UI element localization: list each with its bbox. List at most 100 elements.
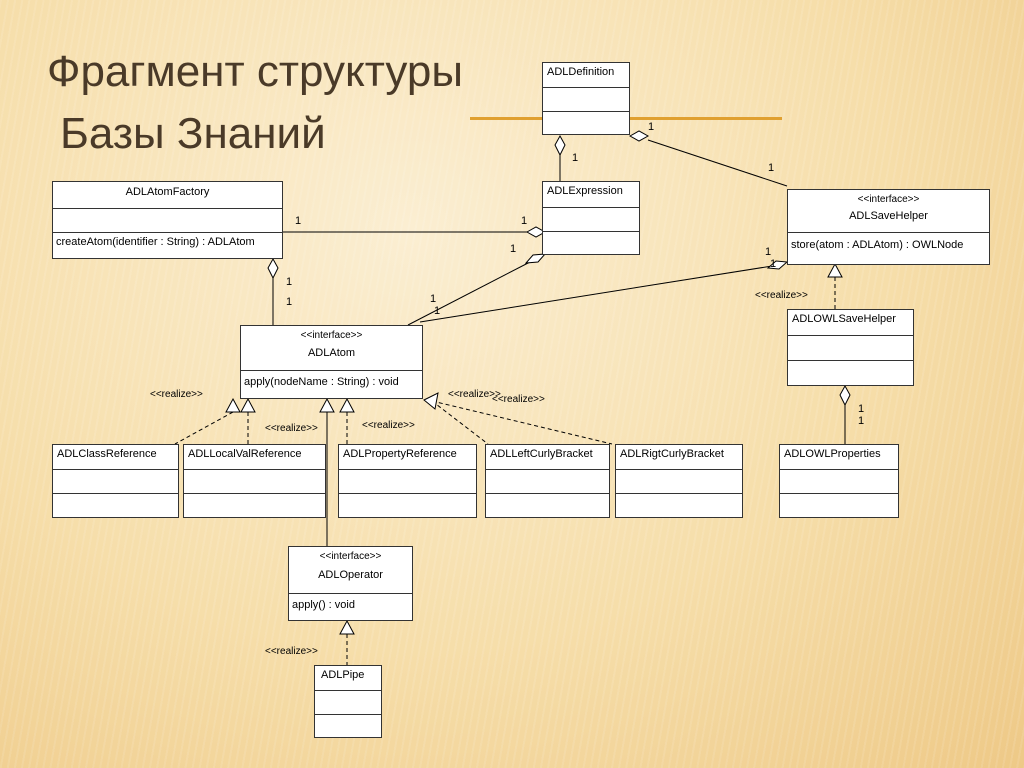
class-name: ADLLeftCurlyBracket [490,448,593,460]
operations-compartment [339,493,476,517]
class-adl-rigt-curly-bracket[interactable]: ADLRigtCurlyBracket [615,444,743,518]
class-name: ADLRigtCurlyBracket [620,448,724,460]
operations-compartment: createAtom(identifier : String) : ADLAto… [53,232,282,258]
class-adl-owl-properties[interactable]: ADLOWLProperties [779,444,899,518]
realize-label: <<realize>> [150,389,203,400]
method-signature: apply() : void [292,599,355,611]
multiplicity-label: 1 [286,296,293,308]
operations-compartment: apply() : void [289,593,412,620]
realization-triangle-icon [240,397,256,413]
assoc-savehelper-atom [419,265,773,323]
multiplicity-label: 1 [648,121,655,133]
multiplicity-label: 1 [430,293,437,305]
operations-compartment [315,714,381,737]
attributes-compartment [315,690,381,714]
operations-compartment [53,493,178,517]
multiplicity-label: 1 [858,415,865,427]
realization-triangle-icon [225,397,241,413]
class-adl-class-reference[interactable]: ADLClassReference [52,444,179,518]
class-name: ADLOperator [318,569,383,581]
operations-compartment [788,360,913,385]
multiplicity-label: 1 [521,215,528,227]
operations-compartment: apply(nodeName : String) : void [241,370,422,398]
attributes-compartment [543,87,629,111]
aggregation-diamond-icon [766,260,789,270]
stereotype-label: <<interface>> [319,551,382,562]
attributes-compartment [339,469,476,493]
interface-adl-save-helper[interactable]: <<interface>> ADLSaveHelper store(atom :… [787,189,990,265]
stereotype-label: <<interface>> [857,194,920,205]
class-name: ADLSaveHelper [849,210,928,222]
operations-compartment [486,493,609,517]
class-adl-definition[interactable]: ADLDefinition [542,62,630,135]
interface-adl-atom[interactable]: <<interface>> ADLAtom apply(nodeName : S… [240,325,423,399]
method-signature: createAtom(identifier : String) : ADLAto… [56,236,255,248]
realize-leftcurlybracket [431,400,489,445]
method-signature: store(atom : ADLAtom) : OWLNode [791,239,964,251]
class-adl-local-val-reference[interactable]: ADLLocalValReference [183,444,326,518]
stereotype-label: <<interface>> [300,330,363,341]
multiplicity-label: 1 [770,258,777,270]
slide-title-line1: Фрагмент структуры [47,47,463,96]
multiplicity-label: 1 [765,246,772,258]
attributes-compartment [543,207,639,231]
aggregation-diamond-icon [267,257,279,280]
realize-label: <<realize>> [362,420,415,431]
class-adl-owl-save-helper[interactable]: ADLOWLSaveHelper [787,309,914,386]
class-name: ADLClassReference [57,448,157,460]
class-name: ADLExpression [547,185,623,197]
class-name: ADLOWLSaveHelper [792,313,896,325]
aggregation-diamond-icon [839,384,851,407]
multiplicity-label: 1 [768,162,775,174]
realize-label: <<realize>> [265,423,318,434]
class-adl-property-reference[interactable]: ADLPropertyReference [338,444,477,518]
operations-compartment [184,493,325,517]
realization-triangle-icon [423,392,439,410]
realize-rigtcurlybracket [431,400,613,445]
attributes-compartment [616,469,742,493]
attributes-compartment [184,469,325,493]
multiplicity-label: 1 [286,276,293,288]
assoc-definition-savehelper [647,139,788,187]
operations-compartment: store(atom : ADLAtom) : OWLNode [788,232,989,264]
class-adl-left-curly-bracket[interactable]: ADLLeftCurlyBracket [485,444,610,518]
realize-label: <<realize>> [448,389,501,400]
slide-title-line2: Базы Знаний [60,109,326,158]
assoc-expression-atom [407,261,531,326]
aggregation-diamond-icon [524,253,547,264]
attributes-compartment [53,208,282,232]
class-adl-expression[interactable]: ADLExpression [542,181,640,255]
attributes-compartment [780,469,898,493]
realization-triangle-icon [339,619,355,635]
aggregation-diamond-icon [554,134,566,157]
attributes-compartment [53,469,178,493]
realize-classreference [174,411,234,445]
operations-compartment [616,493,742,517]
class-name: ADLPipe [321,669,365,681]
realize-label: <<realize>> [492,394,545,405]
interface-adl-operator[interactable]: <<interface>> ADLOperator apply() : void [288,546,413,621]
class-name: ADLDefinition [547,66,615,78]
class-name: ADLAtomFactory [125,186,210,198]
multiplicity-label: 1 [572,152,579,164]
operations-compartment [543,111,629,134]
realization-triangle-icon [827,262,843,278]
class-name: ADLLocalValReference [188,448,302,460]
multiplicity-label: 1 [434,305,441,317]
attributes-compartment [486,469,609,493]
class-name: ADLAtom [307,347,356,359]
class-adl-atom-factory[interactable]: ADLAtomFactory createAtom(identifier : S… [52,181,283,259]
multiplicity-label: 1 [295,215,302,227]
multiplicity-label: 1 [510,243,517,255]
method-signature: apply(nodeName : String) : void [244,376,399,388]
class-adl-pipe[interactable]: ADLPipe [314,665,382,738]
operations-compartment [780,493,898,517]
realization-triangle-icon [339,397,355,413]
operations-compartment [543,231,639,254]
multiplicity-label: 1 [858,403,865,415]
realize-label: <<realize>> [755,290,808,301]
attributes-compartment [788,335,913,360]
generalization-triangle-icon [319,397,335,413]
class-name: ADLPropertyReference [343,448,457,460]
aggregation-diamond-icon [628,130,650,142]
